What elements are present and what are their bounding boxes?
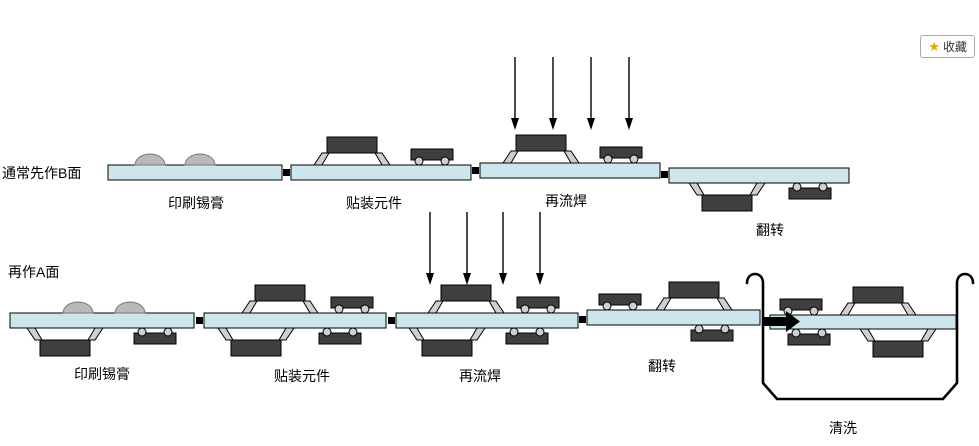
solder-paste-icon	[134, 153, 166, 166]
ic-component-icon	[313, 136, 391, 166]
ic-component-icon	[859, 328, 937, 358]
favorite-label: 收藏	[942, 40, 967, 54]
step-a-print-paste: 印刷锡膏	[9, 301, 195, 382]
step-label: 贴装元件	[346, 195, 402, 211]
pcb-board	[479, 162, 661, 179]
ic-component-icon	[655, 281, 733, 311]
heat-arrow-icon	[548, 56, 558, 131]
step-b-reflow: 再流焊	[479, 56, 661, 209]
step-label: 贴装元件	[274, 368, 330, 384]
heat-arrow-icon	[425, 211, 435, 286]
pcb-board	[9, 312, 195, 329]
chip-component-icon	[516, 296, 560, 314]
step-label: 翻转	[756, 222, 784, 238]
step-a-clean: 清洗	[745, 272, 975, 436]
step-b-flip: 翻转	[668, 167, 850, 238]
heat-arrow-icon	[535, 211, 545, 286]
row-a-label: 再作A面	[8, 264, 59, 280]
ic-component-icon	[839, 286, 917, 316]
chip-component-icon	[690, 324, 734, 342]
step-label: 清洗	[829, 420, 857, 436]
connector-dot	[196, 317, 203, 324]
connector-dot	[661, 171, 668, 178]
step-b-print-paste: 印刷锡膏	[107, 153, 283, 211]
step-b-place-components: 贴装元件	[290, 136, 472, 211]
row-b-label: 通常先作B面	[2, 165, 81, 181]
chip-component-icon	[787, 328, 831, 346]
chip-component-icon	[788, 182, 832, 200]
cleaning-tank	[745, 272, 975, 401]
heat-arrow-icon	[510, 56, 520, 131]
solder-paste-icon	[114, 301, 146, 314]
connector-dot	[283, 169, 290, 176]
step-a-place-components: 贴装元件	[203, 284, 387, 384]
ic-component-icon	[688, 182, 766, 212]
step-a-reflow: 再流焊	[395, 211, 579, 384]
chip-component-icon	[133, 327, 177, 345]
step-label: 再流焊	[545, 193, 587, 209]
chip-component-icon	[318, 327, 362, 345]
star-icon: ★	[928, 39, 940, 54]
connector-dot	[579, 316, 586, 323]
heat-arrow-icon	[624, 56, 634, 131]
pcb-board	[290, 164, 472, 181]
step-label: 印刷锡膏	[74, 366, 130, 382]
step-label: 印刷锡膏	[168, 195, 224, 211]
step-label: 翻转	[648, 358, 676, 374]
heat-arrow-icon	[462, 211, 472, 286]
solder-paste-icon	[184, 153, 216, 166]
chip-component-icon	[330, 296, 374, 314]
chip-component-icon	[410, 148, 454, 166]
chip-component-icon	[599, 146, 643, 164]
chip-component-icon	[598, 293, 642, 311]
ic-component-icon	[241, 284, 319, 314]
ic-component-icon	[427, 284, 505, 314]
pcb-board	[668, 167, 850, 184]
favorite-button[interactable]: ★ 收藏	[920, 35, 975, 58]
ic-component-icon	[217, 327, 295, 357]
solder-paste-icon	[62, 301, 94, 314]
ic-component-icon	[408, 327, 486, 357]
step-a-flip: 翻转	[586, 281, 761, 374]
pcb-board	[395, 312, 579, 329]
ic-component-icon	[26, 327, 104, 357]
pcb-board	[107, 164, 283, 181]
step-label: 再流焊	[459, 368, 501, 384]
heat-arrow-icon	[498, 211, 508, 286]
heat-arrow-icon	[586, 56, 596, 131]
ic-component-icon	[502, 134, 580, 164]
pcb-board	[203, 312, 387, 329]
chip-component-icon	[505, 327, 549, 345]
connector-dot	[472, 167, 479, 174]
flow-arrow-icon	[764, 311, 800, 332]
pcb-board	[586, 309, 761, 326]
connector-dot	[388, 317, 395, 324]
